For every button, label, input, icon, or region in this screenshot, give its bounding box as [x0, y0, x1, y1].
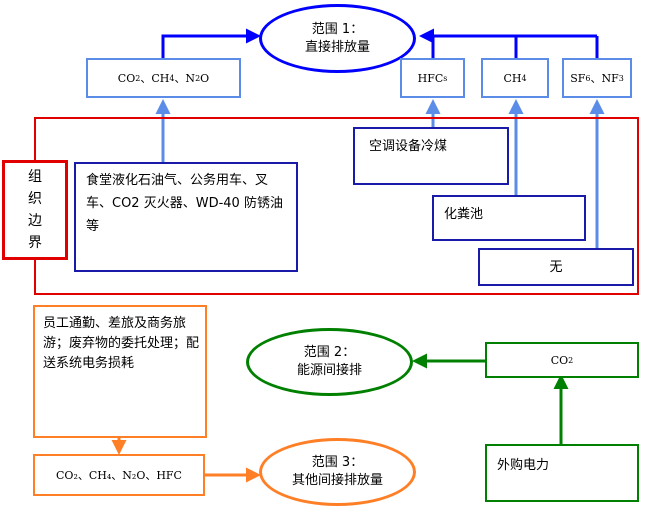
scope1-left-connector [161, 28, 261, 58]
scope1-right-connector [419, 28, 599, 58]
scope1-title: 范围 1： [311, 21, 364, 37]
scope1-subtitle: 直接排放量 [304, 39, 370, 55]
scope3-gas-box: CO₂、CH₄、N₂O、HFC [33, 454, 205, 496]
scope3-subtitle: 其他间接排放量 [291, 473, 383, 488]
scope2-ellipse: 范围 2： 能源间接排 [246, 328, 413, 396]
scope3-title: 范围 3： [311, 455, 364, 470]
scope3-ellipse: 范围 3： 其他间接排放量 [259, 438, 416, 506]
none-source-box: 无 [478, 248, 634, 286]
org-boundary-label: 组 织 边 界 [2, 160, 68, 260]
septic-source-box: 化粪池 [432, 195, 586, 241]
scope2-title: 范围 2： [303, 345, 356, 360]
aircon-source-box: 空调设备冷煤 [353, 127, 509, 185]
electricity-source-box: 外购电力 [485, 444, 639, 502]
scope1-ellipse: 范围 1： 直接排放量 [259, 4, 416, 73]
fuel-source-box: 食堂液化石油气、公务用车、叉车、CO2 灭火器、WD-40 防锈油等 [74, 162, 298, 272]
scope2-subtitle: 能源间接排 [296, 363, 362, 378]
scope3-activities-box: 员工通勤、差旅及商务旅游；废弃物的委托处理；配送系统电务损耗 [33, 305, 207, 438]
